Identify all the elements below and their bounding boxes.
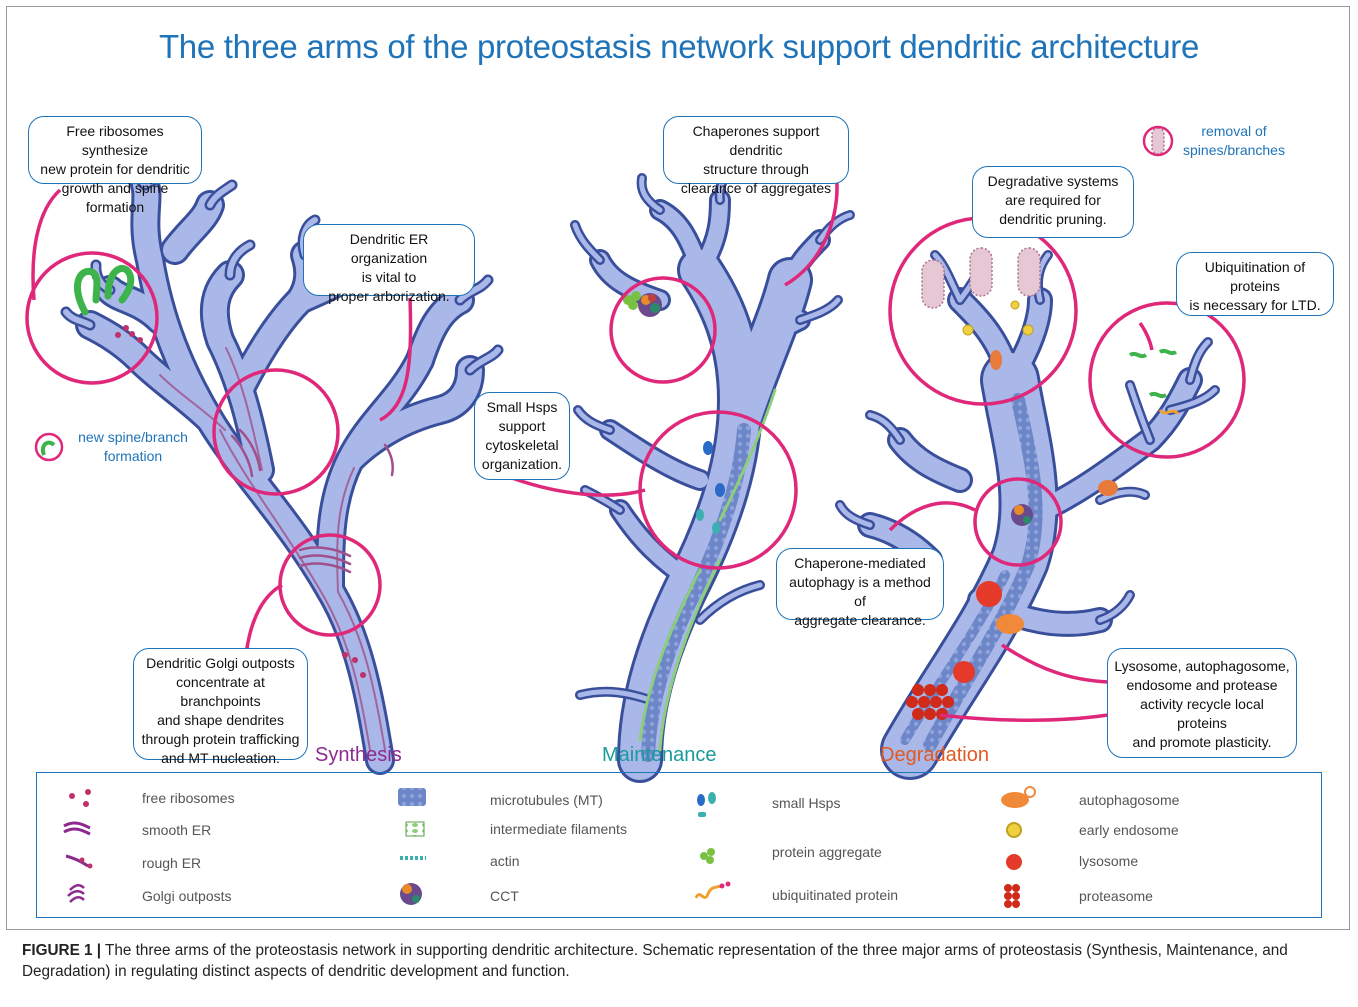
legend-rough-er: rough ER [142, 855, 202, 871]
legend-intermediate-filaments: intermediate filaments [490, 821, 627, 837]
maintenance-dendrite [570, 165, 855, 783]
note-removal: removal of spines/branches [1183, 123, 1285, 158]
note-new-spine: new spine/branch formation [78, 429, 188, 464]
callout-lysosome: Lysosome, autophagosome, endosome and pr… [1107, 648, 1297, 758]
callout-dendritic-er: Dendritic ER organization is vital to pr… [303, 224, 475, 304]
label-synthesis: Synthesis [315, 744, 402, 766]
figure-title: The three arms of the proteostasis netwo… [158, 28, 1200, 65]
figure-caption: FIGURE 1 | The three arms of the proteos… [22, 940, 1342, 982]
label-degradation: Degradation [880, 744, 989, 766]
legend-autophagosome: autophagosome [1079, 792, 1180, 808]
maintenance-proteins [623, 291, 725, 534]
legend-box [36, 772, 1322, 918]
removal-note-icon [1142, 125, 1174, 157]
callout-golgi-outposts: Dendritic Golgi outposts concentrate at … [133, 648, 308, 766]
caption-text: The three arms of the proteostasis netwo… [22, 942, 1288, 980]
new-spine-note-spine [41, 440, 56, 456]
figure-frame [6, 6, 1350, 930]
legend-smooth-er: smooth ER [142, 822, 212, 838]
degradation-organelles [906, 300, 1180, 720]
label-maintenance: Maintenance [602, 744, 717, 766]
legend-early-endosome: early endosome [1079, 822, 1179, 838]
legend-icons [63, 786, 1036, 908]
callout-chaperones: Chaperones support dendritic structure t… [663, 116, 849, 196]
maintenance-highlight-circles [511, 169, 839, 570]
legend-ubiquitinated-protein: ubiquitinated protein [772, 887, 899, 903]
legend-free-ribosomes: free ribosomes [142, 790, 235, 806]
callout-free-ribosomes: Free ribosomes synthesize new protein fo… [28, 116, 202, 215]
legend-proteasome: proteasome [1079, 888, 1153, 904]
new-spine-note-icon [34, 432, 64, 462]
legend-microtubules: microtubules (MT) [490, 792, 603, 808]
caption-label: FIGURE 1 | [22, 942, 102, 959]
callout-degradative-systems: Degradative systems are required for den… [972, 166, 1134, 238]
pruned-spine-marks [921, 127, 1165, 309]
callout-ubiquitination: Ubiquitination of proteins is necessary … [1176, 252, 1334, 316]
synthesis-highlight-circles [25, 188, 413, 676]
legend-actin: actin [490, 853, 520, 869]
legend-protein-aggregate: protein aggregate [772, 844, 882, 860]
new-spine-marks [73, 265, 366, 678]
legend-lysosome: lysosome [1079, 853, 1139, 869]
callout-small-hsps: Small Hsps support cytoskeletal organiza… [474, 392, 570, 480]
legend-golgi-outposts: Golgi outposts [142, 888, 232, 904]
callout-cma: Chaperone-mediated autophagy is a method… [776, 548, 944, 628]
legend-cct: CCT [490, 888, 519, 904]
legend-small-hsps: small Hsps [772, 795, 841, 811]
